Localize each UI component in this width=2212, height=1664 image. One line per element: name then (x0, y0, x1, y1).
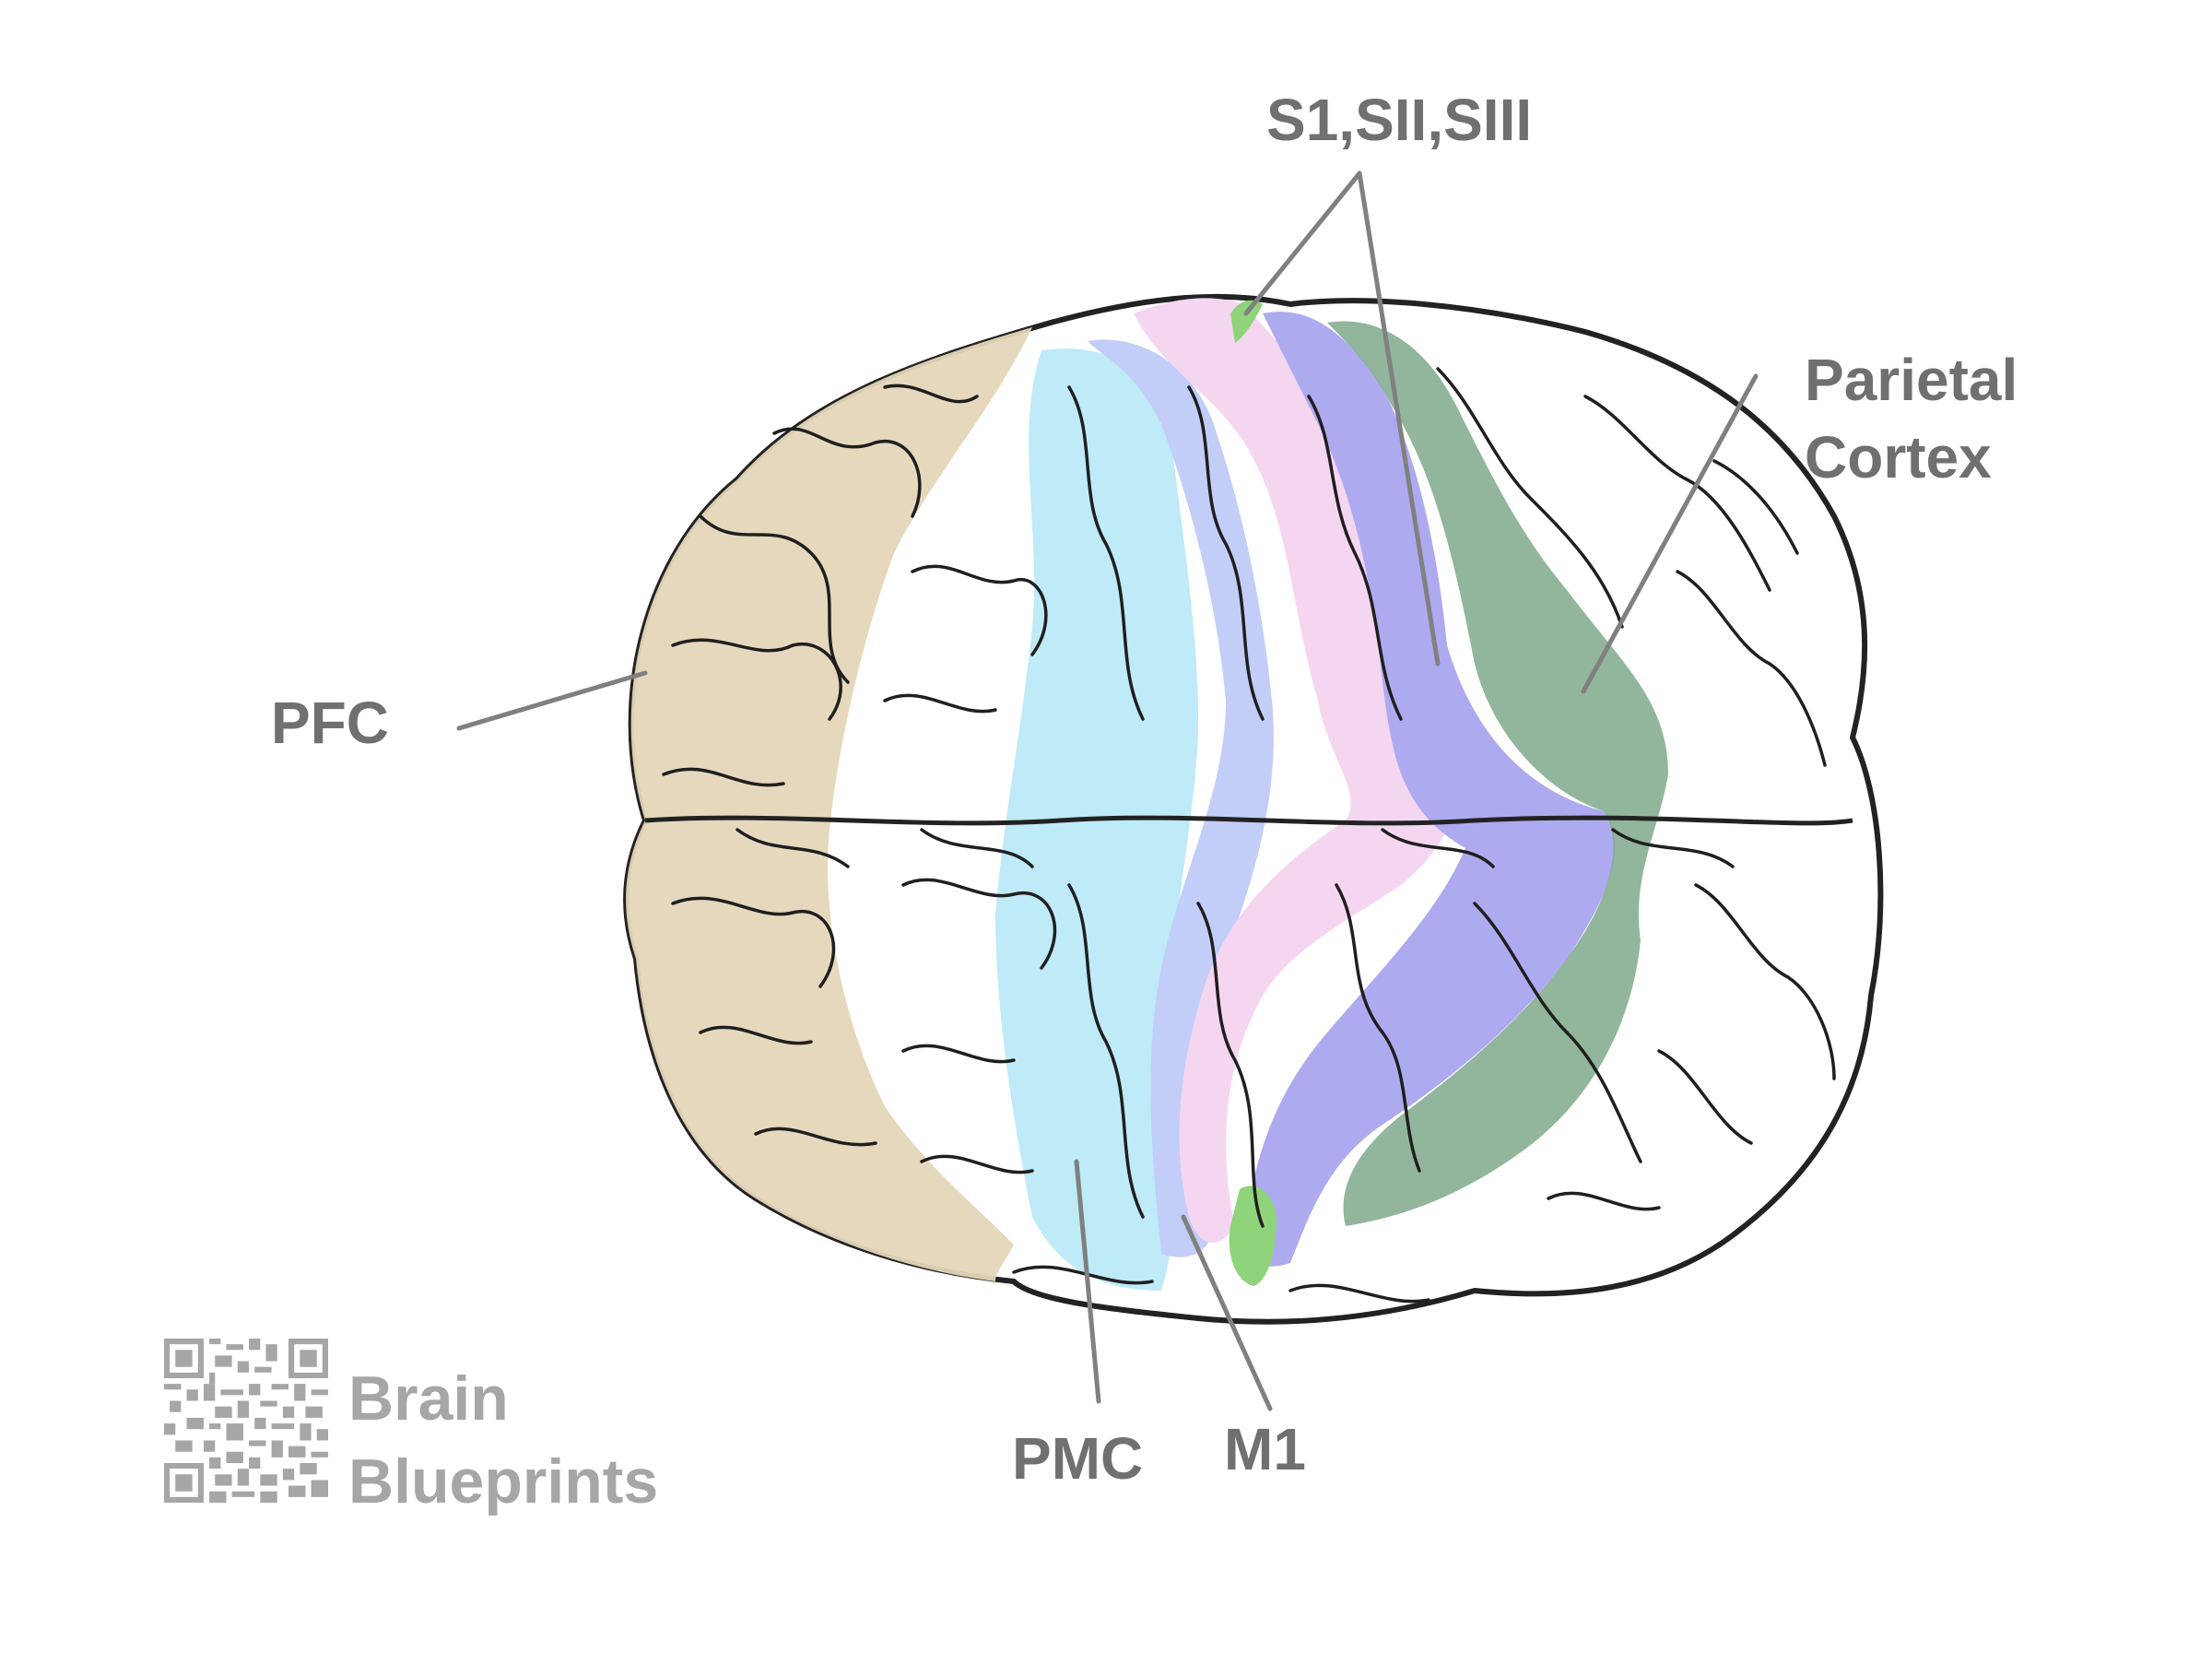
label-m1: M1 (1224, 1416, 1306, 1482)
leader-s1-b (1357, 171, 1441, 667)
brand-line-1: Brain (348, 1363, 509, 1434)
gyri-texture (662, 367, 1836, 1304)
region-parietal (1327, 321, 1668, 1226)
region-green-tip-top (1230, 300, 1263, 343)
qr-code-icon (164, 1339, 328, 1503)
leader-lines (456, 171, 1759, 1411)
brand-line-2: Blueprints (348, 1446, 659, 1516)
leader-parietal (1581, 373, 1759, 694)
leader-pmc (1074, 1159, 1101, 1404)
region-m1 (1088, 339, 1274, 1257)
region-pfc (626, 327, 1032, 1281)
label-pmc: PMC (1012, 1425, 1144, 1492)
region-s2 (1244, 312, 1616, 1267)
region-green-tip-bottom (1229, 1186, 1277, 1286)
label-pfc: PFC (271, 690, 389, 756)
label-parietal-line2: Cortex (1805, 424, 1992, 490)
longitudinal-fissure (644, 815, 1853, 826)
label-parietal-line1: Parietal (1805, 347, 2018, 413)
leader-m1 (1181, 1214, 1273, 1411)
label-s1-sii-siii: S1,SII,SIII (1266, 87, 1533, 153)
leader-pfc (456, 670, 648, 731)
label-parietal-cortex: Parietal Cortex (1805, 341, 2109, 496)
leader-s1-a (1243, 171, 1362, 316)
brand-logo-text: Brain Blueprints (348, 1357, 658, 1523)
